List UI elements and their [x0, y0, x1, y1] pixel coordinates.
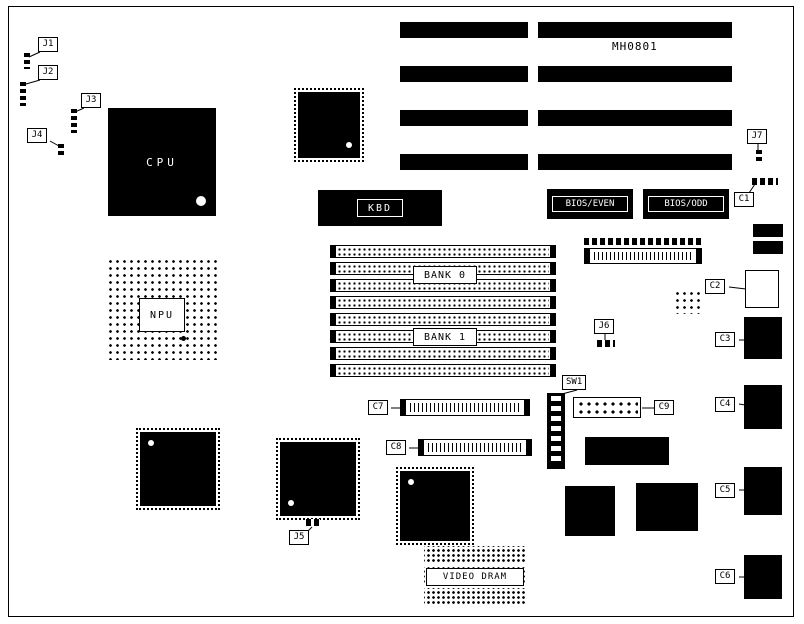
- board-part-number: MH0801: [612, 40, 658, 53]
- callout-c1: C1: [734, 192, 754, 207]
- jumper-j7-pins: [756, 150, 762, 163]
- chip-pin1-dot: [148, 440, 154, 446]
- qfp-chip: [294, 88, 364, 162]
- jumper-j5-pins: [306, 519, 320, 526]
- cpu-chip: CPU: [108, 108, 216, 216]
- kbd-chip: KBD: [318, 190, 442, 226]
- isa-slot: [400, 154, 528, 170]
- isa-slot: [400, 66, 528, 82]
- video-dram-row: [424, 546, 526, 563]
- isa-slot: [538, 22, 732, 38]
- connector-c4: [744, 385, 782, 429]
- bios-even-label: BIOS/EVEN: [552, 196, 628, 212]
- ic-chip: [396, 467, 474, 545]
- jumper-j6-pins: [597, 340, 615, 347]
- isa-slot: [538, 66, 732, 82]
- simm-socket: [330, 364, 556, 377]
- isa-slot: [538, 110, 732, 126]
- bios-odd-chip: BIOS/ODD: [643, 189, 729, 219]
- connector-c9: [573, 397, 641, 418]
- npu-label: NPU: [139, 298, 185, 332]
- chip-pin1-dot: [408, 479, 414, 485]
- bios-even-chip: BIOS/EVEN: [547, 189, 633, 219]
- chip-pin1-dot: [288, 500, 294, 506]
- cpu-label: CPU: [146, 155, 178, 169]
- ic-chip: [585, 437, 669, 465]
- isa-slot: [400, 110, 528, 126]
- callout-c5: C5: [715, 483, 735, 498]
- simm-socket: [330, 313, 556, 326]
- connector-c8: [418, 439, 532, 456]
- callout-j6: J6: [594, 319, 614, 334]
- callout-j3: J3: [81, 93, 101, 108]
- pin-header: [584, 238, 702, 245]
- callout-c6: C6: [715, 569, 735, 584]
- isa-slot: [538, 154, 732, 170]
- video-dram-label: VIDEO DRAM: [426, 568, 524, 586]
- connector-c2: [745, 270, 779, 308]
- ic-chip: [636, 483, 698, 531]
- connector-c5: [744, 467, 782, 515]
- jumper-j2-pins: [20, 82, 26, 106]
- simm-socket: [330, 296, 556, 309]
- callout-c8: C8: [386, 440, 406, 455]
- jumper-j3-pins: [71, 109, 77, 133]
- bank1-label: BANK 1: [413, 328, 477, 346]
- bios-odd-label: BIOS/ODD: [648, 196, 724, 212]
- connector-c3: [744, 317, 782, 359]
- ic-chip: [276, 438, 360, 520]
- callout-j1: J1: [38, 37, 58, 52]
- simm-socket: [330, 245, 556, 258]
- connector-c7: [400, 399, 530, 416]
- npu-socket: NPU: [105, 256, 219, 360]
- pad-grid: [672, 288, 702, 314]
- isa-slot: [400, 22, 528, 38]
- cpu-pin1-dot: [196, 196, 206, 206]
- callout-c2: C2: [705, 279, 725, 294]
- npu-pin1-dot: [181, 336, 186, 341]
- callout-sw1: SW1: [562, 375, 587, 390]
- video-dram-row: [424, 588, 526, 605]
- callout-j2: J2: [38, 65, 58, 80]
- callout-j5: J5: [289, 530, 309, 545]
- kbd-label: KBD: [357, 199, 403, 217]
- edge-connector: [753, 224, 783, 237]
- ic-chip: [136, 428, 220, 510]
- callout-c3: C3: [715, 332, 735, 347]
- callout-j4: J4: [27, 128, 47, 143]
- ic-chip: [565, 486, 615, 536]
- connector-c1-pins: [752, 178, 778, 185]
- bank0-label: BANK 0: [413, 266, 477, 284]
- jumper-j1-pins: [24, 53, 30, 69]
- simm-socket: [330, 347, 556, 360]
- callout-c7: C7: [368, 400, 388, 415]
- connector-c6: [744, 555, 782, 599]
- chip-pin1-dot: [346, 142, 352, 148]
- sw1-dip-switch: [547, 393, 565, 469]
- callout-c4: C4: [715, 397, 735, 412]
- callout-j7: J7: [747, 129, 767, 144]
- jumper-j4-pins: [58, 144, 64, 157]
- edge-connector: [753, 241, 783, 254]
- header-connector: [584, 248, 702, 264]
- callout-c9: C9: [654, 400, 674, 415]
